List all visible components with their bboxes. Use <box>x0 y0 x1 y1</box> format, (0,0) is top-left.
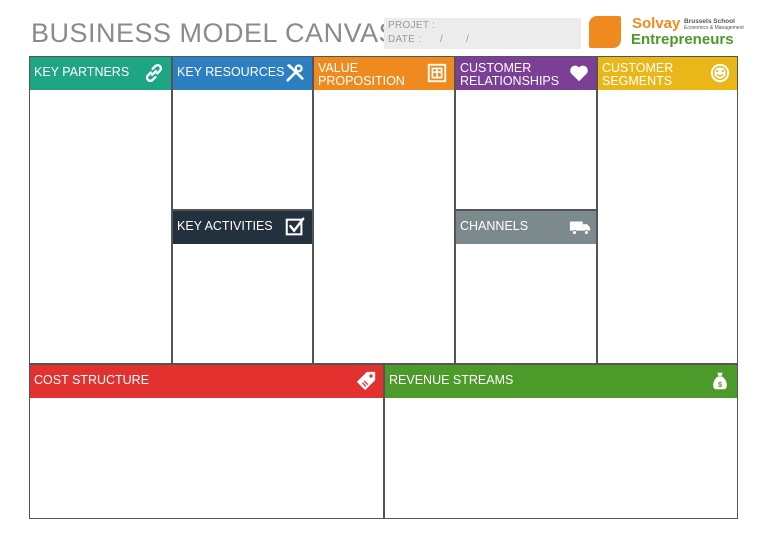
value-proposition-area[interactable] <box>314 90 453 362</box>
tools-icon <box>286 63 304 82</box>
customer-segments-label: CUSTOMER SEGMENTS <box>602 61 674 88</box>
heart-icon <box>570 65 588 82</box>
money-bag-icon: $ <box>713 372 727 390</box>
key-partners-area[interactable] <box>31 90 170 362</box>
solvay-logo-icon <box>589 16 621 48</box>
key-activities-area[interactable] <box>173 243 311 362</box>
channels-header: CHANNELS <box>456 211 596 244</box>
link-icon <box>145 64 163 82</box>
price-tag-icon <box>356 371 376 391</box>
value-proposition-header: VALUE PROPOSITION <box>314 57 454 90</box>
customer-relationships-header: CUSTOMER RELATIONSHIPS <box>456 57 596 90</box>
divider <box>171 209 313 211</box>
page-title: BUSINESS MODEL CANVAS <box>31 18 398 48</box>
key-partners-label: KEY PARTNERS <box>34 65 130 79</box>
divider <box>383 363 385 519</box>
logo-school-line2: Economics & Management <box>684 25 744 31</box>
smiley-icon <box>710 63 730 83</box>
divider <box>454 209 597 211</box>
revenue-streams-label: REVENUE STREAMS <box>389 373 514 387</box>
key-resources-area[interactable] <box>173 90 311 208</box>
logo-school-line1: Brussels School <box>684 18 735 25</box>
date-label: DATE : <box>388 34 422 45</box>
gift-icon <box>427 63 447 83</box>
checkbox-icon <box>285 217 305 236</box>
project-meta-box[interactable]: PROJET : DATE : / / <box>384 18 581 49</box>
cost-structure-header: COST STRUCTURE <box>30 365 383 398</box>
money-symbol: $ <box>718 380 722 389</box>
cost-structure-area[interactable] <box>31 397 382 517</box>
channels-area[interactable] <box>456 243 595 362</box>
key-activities-header: KEY ACTIVITIES <box>173 211 312 244</box>
key-resources-label: KEY RESOURCES <box>177 65 285 79</box>
customer-relationships-label: CUSTOMER RELATIONSHIPS <box>460 61 560 88</box>
logo-school-text: Brussels School Economics & Management <box>684 18 744 32</box>
value-proposition-label: VALUE PROPOSITION <box>318 61 405 88</box>
channels-label: CHANNELS <box>460 219 529 233</box>
customer-relationships-area[interactable] <box>456 90 595 208</box>
logo-solvay-text: Solvay <box>632 15 681 32</box>
revenue-streams-header: REVENUE STREAMS $ <box>385 365 737 398</box>
date-separator: / <box>440 34 444 45</box>
projet-label: PROJET : <box>388 20 436 31</box>
key-partners-header: KEY PARTNERS <box>30 57 171 90</box>
revenue-streams-area[interactable] <box>385 397 737 517</box>
customer-segments-area[interactable] <box>598 90 737 362</box>
customer-segments-header: CUSTOMER SEGMENTS <box>598 57 737 90</box>
key-resources-header: KEY RESOURCES <box>173 57 312 90</box>
truck-icon <box>569 221 591 235</box>
cost-structure-label: COST STRUCTURE <box>34 373 150 387</box>
key-activities-label: KEY ACTIVITIES <box>177 219 273 233</box>
logo-entrepreneurs-text: Entrepreneurs <box>631 31 734 48</box>
date-separator: / <box>466 34 470 45</box>
